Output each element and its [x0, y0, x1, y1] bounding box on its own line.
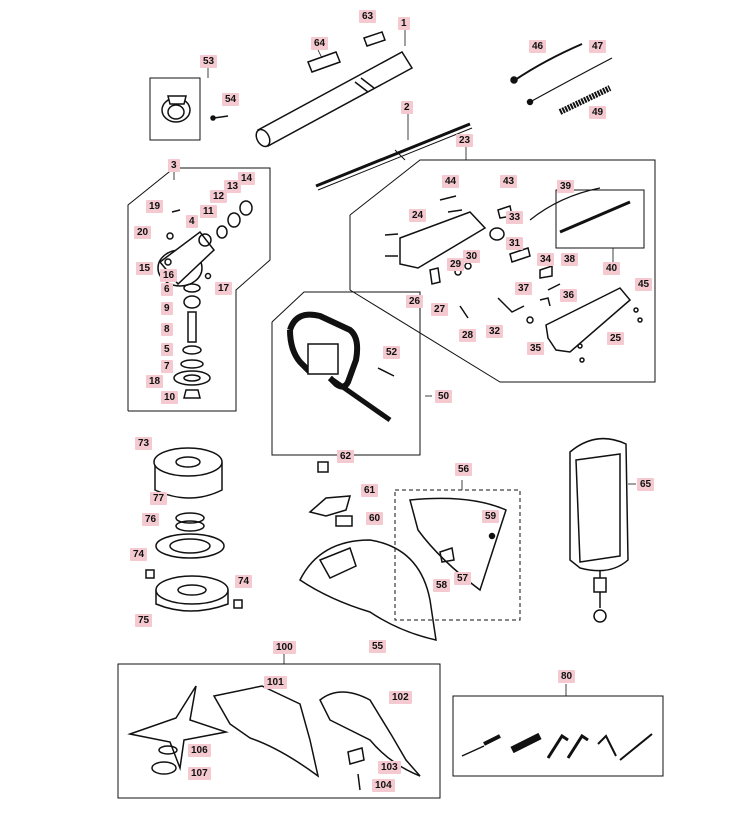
callout-20: 20	[134, 226, 152, 239]
shaft-sleeve-64	[307, 51, 341, 73]
callout-74b: 74	[235, 575, 253, 588]
callout-50: 50	[435, 390, 453, 403]
callout-34: 34	[537, 253, 555, 266]
callout-11: 11	[200, 205, 217, 218]
gear-head-box	[127, 167, 271, 412]
callout-40: 40	[603, 262, 621, 275]
harness	[569, 437, 629, 623]
callout-57: 57	[454, 572, 472, 585]
callout-26: 26	[406, 295, 424, 308]
callout-53: 53	[200, 55, 218, 68]
leader-lines	[173, 28, 636, 696]
callout-75: 75	[135, 614, 153, 627]
callout-8: 8	[161, 323, 173, 336]
callout-61: 61	[361, 484, 379, 497]
callout-35: 35	[527, 342, 545, 355]
clamp-assembly-53	[149, 77, 229, 141]
callout-31: 31	[506, 237, 524, 250]
callout-27: 27	[431, 303, 449, 316]
callout-107: 107	[188, 767, 211, 780]
callout-100: 100	[273, 641, 296, 654]
callout-60: 60	[366, 512, 384, 525]
callout-9: 9	[161, 302, 173, 315]
callout-1: 1	[398, 17, 410, 30]
callout-74a: 74	[130, 548, 148, 561]
callout-77: 77	[150, 492, 168, 505]
callout-104: 104	[372, 779, 395, 792]
callout-5: 5	[161, 343, 173, 356]
callout-24: 24	[409, 209, 427, 222]
callout-62: 62	[337, 450, 355, 463]
callout-23: 23	[456, 134, 474, 147]
callout-43: 43	[500, 175, 518, 188]
outer-shaft-tube	[255, 51, 414, 148]
callout-54: 54	[222, 93, 240, 106]
callout-49: 49	[589, 106, 607, 119]
callout-37: 37	[515, 282, 533, 295]
callout-38: 38	[561, 253, 579, 266]
callout-73: 73	[135, 437, 153, 450]
callout-12: 12	[210, 190, 228, 203]
callout-29: 29	[447, 258, 465, 271]
callout-46: 46	[529, 40, 547, 53]
throttle-cables	[510, 43, 613, 115]
callout-64: 64	[311, 37, 329, 50]
callout-19: 19	[146, 200, 164, 213]
callout-102: 102	[389, 691, 412, 704]
callout-36: 36	[560, 289, 578, 302]
callout-4: 4	[186, 215, 198, 228]
callout-56: 56	[455, 463, 473, 476]
callout-59: 59	[482, 510, 500, 523]
shaft-sleeve-63	[363, 31, 386, 47]
shield	[299, 461, 437, 641]
callout-106: 106	[188, 744, 211, 757]
callout-13: 13	[224, 180, 242, 193]
callout-33: 33	[506, 211, 524, 224]
callout-39: 39	[557, 180, 575, 193]
callout-15: 15	[136, 262, 154, 275]
callout-45: 45	[635, 278, 653, 291]
callout-2: 2	[401, 101, 413, 114]
throttle-box	[349, 159, 656, 383]
callout-16: 16	[160, 269, 178, 282]
callout-18: 18	[146, 375, 164, 388]
callout-65: 65	[637, 478, 655, 491]
callout-30: 30	[463, 250, 481, 263]
callout-101: 101	[264, 676, 287, 689]
tool-kit-box	[452, 695, 664, 777]
callout-32: 32	[486, 325, 504, 338]
callout-58: 58	[433, 579, 451, 592]
handle-box	[271, 291, 421, 456]
callout-55: 55	[369, 640, 387, 653]
callout-7: 7	[161, 360, 173, 373]
callout-44: 44	[442, 175, 460, 188]
callout-3: 3	[168, 159, 180, 172]
callout-14: 14	[238, 172, 256, 185]
callout-25: 25	[607, 332, 625, 345]
callout-10: 10	[161, 391, 179, 404]
callout-76: 76	[142, 513, 160, 526]
callout-47: 47	[589, 40, 607, 53]
drive-shaft	[315, 122, 473, 191]
callout-80: 80	[558, 670, 576, 683]
trimmer-head	[145, 447, 243, 612]
callout-17: 17	[215, 282, 233, 295]
callout-52: 52	[383, 346, 401, 359]
callout-63: 63	[359, 10, 377, 23]
callout-28: 28	[459, 329, 477, 342]
blade-kit-box	[117, 663, 441, 799]
callout-103: 103	[378, 761, 401, 774]
callout-6: 6	[161, 283, 173, 296]
